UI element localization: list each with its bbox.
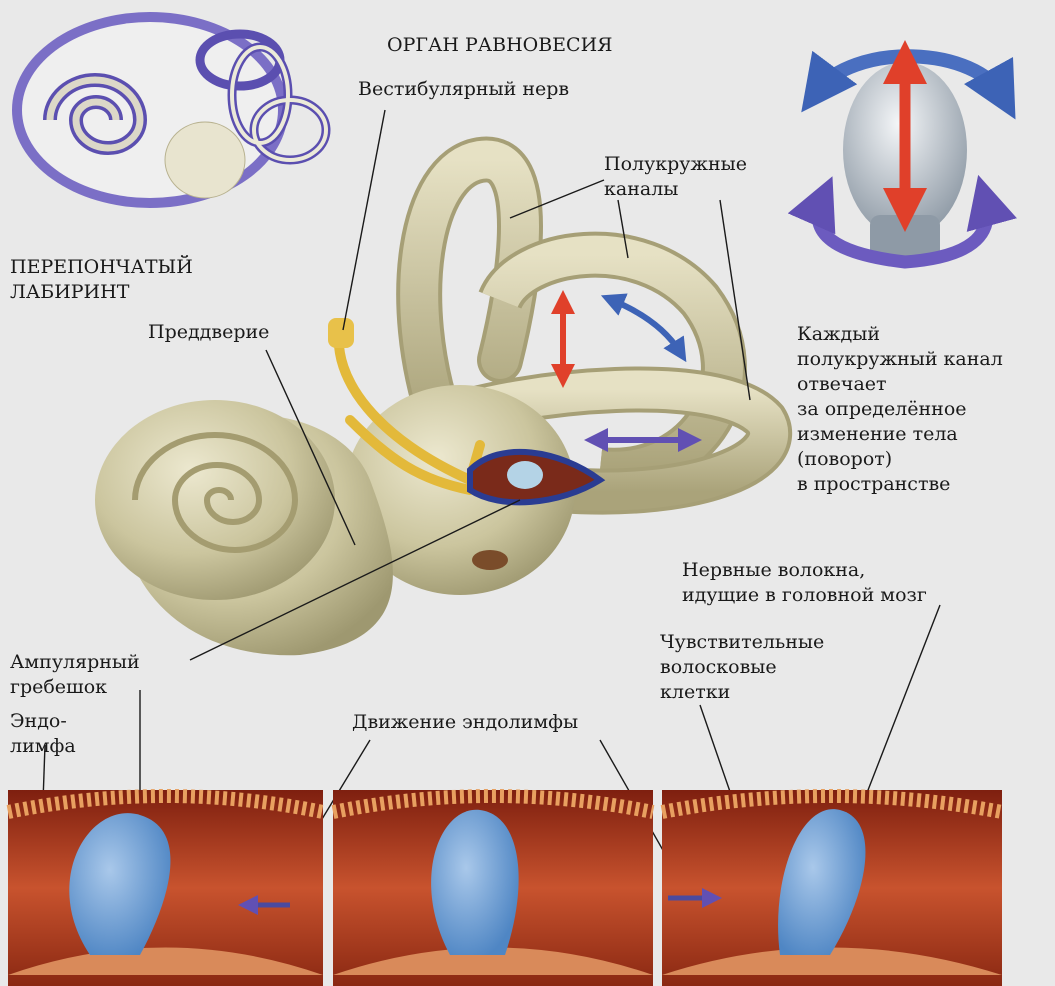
nerve-fibers-label: Нервные волокна, идущие в головной мозг bbox=[682, 558, 927, 608]
panel-right bbox=[662, 790, 1002, 986]
vestibular-nerve-label: Вестибулярный нерв bbox=[358, 77, 569, 102]
semicircular-canals-label: Полукружные каналы bbox=[604, 152, 747, 202]
endolymph-label: Эндо- лимфа bbox=[10, 709, 76, 759]
canal-function-label: Каждый полукружный канал отвечает за опр… bbox=[797, 322, 1003, 497]
panel-left bbox=[8, 790, 323, 986]
hair-cells-label: Чувствительные волосковые клетки bbox=[660, 630, 824, 705]
inner-ear-illustration bbox=[95, 159, 769, 655]
panel-center bbox=[333, 790, 653, 986]
head-rotation-illustration bbox=[818, 56, 1002, 262]
endolymph-movement-label: Движение эндолимфы bbox=[352, 710, 578, 735]
ampullary-crest-label: Ампулярный гребешок bbox=[10, 650, 140, 700]
membranous-labyrinth-label: ПЕРЕПОНЧАТЫЙ ЛАБИРИНТ bbox=[10, 255, 193, 305]
vestibule-label: Преддверие bbox=[148, 320, 269, 345]
title-label: ОРГАН РАВНОВЕСИЯ bbox=[387, 33, 613, 58]
membranous-labyrinth-illustration bbox=[12, 12, 326, 208]
